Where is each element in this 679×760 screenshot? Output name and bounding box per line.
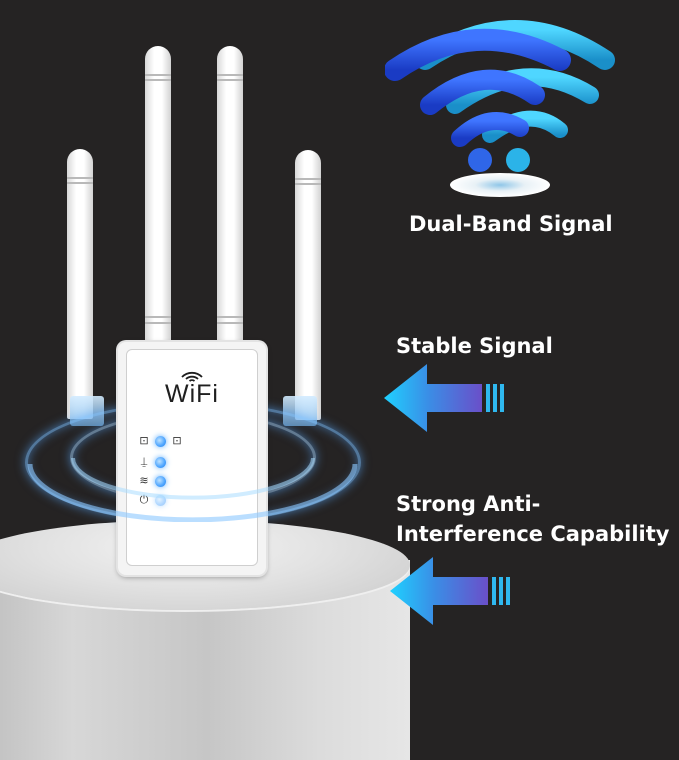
led-row-ethernet: ⊡ ⊡	[137, 432, 184, 450]
antenna-ring	[145, 74, 171, 76]
device-logo-text: WiFi	[165, 380, 219, 408]
status-led	[155, 435, 166, 447]
ethernet-port-icon: ⊡	[172, 434, 182, 447]
device-logo: WiFi	[127, 370, 257, 409]
left-arrow-icon	[384, 364, 504, 432]
antenna-ring	[67, 177, 93, 179]
ethernet-port-icon: ⊡	[139, 434, 149, 447]
signal-strength-icon: ⍊	[140, 455, 148, 468]
feature-label-dual-band: Dual-Band Signal	[409, 212, 613, 236]
status-led	[155, 475, 166, 487]
antenna-ring	[67, 182, 93, 184]
antenna-ring	[217, 322, 243, 324]
feature-label-anti-interference: Strong Anti-Interference Capability	[396, 492, 670, 546]
feature-label-stable-signal: Stable Signal	[396, 334, 553, 358]
device-front-panel: WiFi ⊡ ⊡ ⍊ ≋ ⏻	[126, 349, 258, 566]
status-led	[155, 456, 166, 468]
left-arrow-icon	[390, 557, 510, 625]
antenna-ring	[217, 74, 243, 76]
antenna-outer-left	[67, 149, 93, 419]
led-row-wifi: ≋	[137, 472, 166, 490]
antenna-inner-left	[145, 46, 171, 346]
antenna-ring	[295, 183, 321, 185]
antenna-ring	[295, 178, 321, 180]
antenna-ring	[145, 322, 171, 324]
antenna-ring	[217, 79, 243, 81]
led-row-power: ⏻	[137, 491, 166, 509]
antenna-ring	[217, 316, 243, 318]
antenna-outer-right	[295, 150, 321, 420]
power-icon: ⏻	[139, 493, 149, 506]
led-row-signal: ⍊	[137, 453, 166, 471]
wifi-icon	[181, 371, 203, 382]
antenna-inner-right	[217, 46, 243, 346]
dual-band-wifi-icon	[385, 20, 615, 197]
status-led	[155, 494, 166, 506]
wifi-extender-device: WiFi ⊡ ⊡ ⍊ ≋ ⏻	[118, 342, 266, 575]
antenna-ring	[145, 79, 171, 81]
signal-wave-front	[27, 457, 358, 522]
product-feature-graphic: WiFi ⊡ ⊡ ⍊ ≋ ⏻	[0, 20, 670, 760]
wifi-icon: ≋	[139, 474, 149, 487]
antenna-ring	[145, 316, 171, 318]
